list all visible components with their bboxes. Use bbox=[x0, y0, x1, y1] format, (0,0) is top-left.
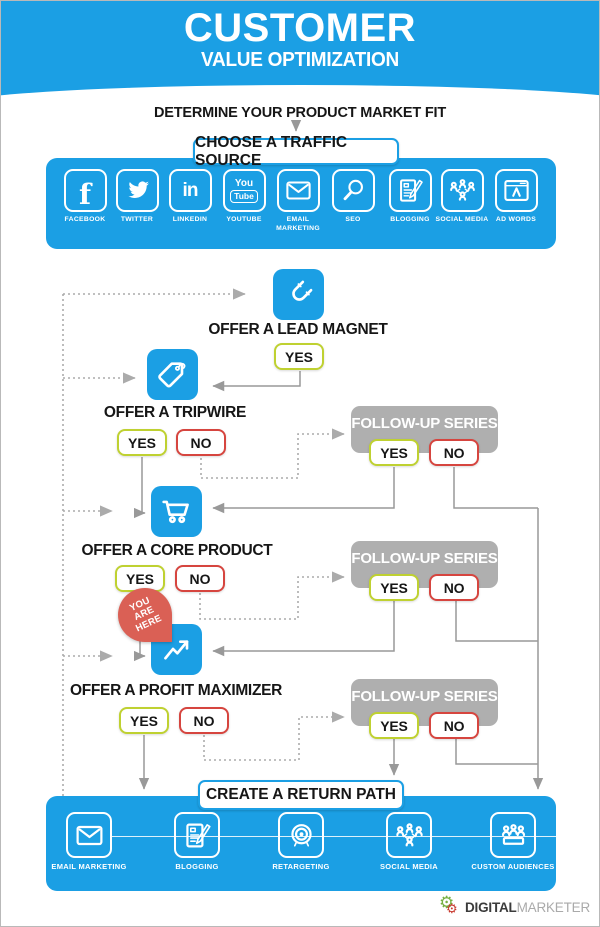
core-product-yes: YES bbox=[115, 565, 165, 592]
email-icon bbox=[66, 812, 112, 858]
traffic-source-label: SEO bbox=[345, 216, 361, 223]
tripwire-no: NO bbox=[176, 429, 226, 456]
shopping-cart-icon bbox=[151, 486, 202, 537]
traffic-source-facebook: f FACEBOOK bbox=[57, 169, 113, 225]
traffic-source-adwords: AD WORDS bbox=[488, 169, 544, 225]
you-are-here-label: YOU ARE HERE bbox=[128, 595, 164, 635]
followup-2-no: NO bbox=[429, 574, 479, 601]
blogging-icon bbox=[174, 812, 220, 858]
profit-maximizer-label: OFFER A PROFIT MAXIMIZER bbox=[69, 682, 283, 699]
determine-market-fit-label: DETERMINE YOUR PRODUCT MARKET FIT bbox=[154, 105, 446, 121]
lead-magnet-label: OFFER A LEAD MAGNET bbox=[208, 321, 388, 338]
profit-maximizer-yes: YES bbox=[119, 707, 169, 734]
lead-magnet-yes: YES bbox=[274, 343, 324, 370]
return-channel-custom-audiences: CUSTOM AUDIENCES bbox=[467, 812, 559, 872]
blogging-icon bbox=[388, 169, 432, 212]
followup-label: FOLLOW-UP SERIES bbox=[351, 550, 498, 567]
page-subtitle: VALUE OPTIMIZATION bbox=[201, 49, 399, 71]
adwords-icon bbox=[494, 169, 538, 212]
logo-text-marketer: MARKETER bbox=[516, 899, 591, 915]
traffic-source-email-marketing: EMAIL MARKETING bbox=[270, 169, 326, 234]
facebook-icon: f bbox=[63, 169, 107, 212]
magnet-icon bbox=[273, 269, 324, 320]
followup-label: FOLLOW-UP SERIES bbox=[351, 415, 498, 432]
followup-3-no: NO bbox=[429, 712, 479, 739]
traffic-source-seo: SEO bbox=[325, 169, 381, 225]
traffic-source-twitter: TWITTER bbox=[109, 169, 165, 225]
tripwire-yes: YES bbox=[117, 429, 167, 456]
create-return-path-box: CREATE A RETURN PATH bbox=[198, 780, 404, 810]
followup-series-3: FOLLOW-UP SERIES YES NO bbox=[351, 679, 498, 739]
tripwire-label: OFFER A TRIPWIRE bbox=[103, 404, 247, 421]
traffic-source-linkedin: in LINKEDIN bbox=[162, 169, 218, 225]
return-channel-email-marketing: EMAIL MARKETING bbox=[43, 812, 135, 872]
return-channel-label: SOCIAL MEDIA bbox=[379, 862, 439, 871]
traffic-source-label: SOCIAL MEDIA bbox=[435, 216, 489, 223]
return-channel-blogging: BLOGGING bbox=[151, 812, 243, 872]
traffic-source-label: AD WORDS bbox=[495, 216, 537, 223]
traffic-source-label: FACEBOOK bbox=[64, 216, 106, 223]
traffic-source-label: TWITTER bbox=[120, 216, 154, 223]
core-product-no: NO bbox=[175, 565, 225, 592]
return-channel-label: EMAIL MARKETING bbox=[51, 862, 127, 871]
core-product-label: OFFER A CORE PRODUCT bbox=[81, 542, 273, 559]
linkedin-icon: in bbox=[168, 169, 212, 212]
return-channel-social-media: SOCIAL MEDIA bbox=[363, 812, 455, 872]
header-curve bbox=[1, 85, 599, 99]
return-path-panel: EMAIL MARKETING BLOGGING RETARGETING SOC… bbox=[43, 796, 580, 891]
return-channel-label: BLOGGING bbox=[175, 862, 219, 871]
logo-text-digital: DIGITAL bbox=[465, 899, 517, 915]
return-channel-label: CUSTOM AUDIENCES bbox=[471, 862, 555, 871]
twitter-icon bbox=[115, 169, 159, 212]
followup-label: FOLLOW-UP SERIES bbox=[351, 688, 498, 705]
social-media-icon bbox=[386, 812, 432, 858]
header-banner: CUSTOMER VALUE OPTIMIZATION bbox=[1, 1, 599, 99]
followup-series-2: FOLLOW-UP SERIES YES NO bbox=[351, 541, 498, 601]
profit-maximizer-no: NO bbox=[179, 707, 229, 734]
retargeting-icon bbox=[278, 812, 324, 858]
traffic-source-label: EMAIL MARKETING bbox=[276, 216, 320, 232]
gear-icon: ⚙⚙ bbox=[439, 893, 458, 916]
followup-3-yes: YES bbox=[369, 712, 419, 739]
seo-icon bbox=[331, 169, 375, 212]
price-tag-icon bbox=[147, 349, 198, 400]
followup-2-yes: YES bbox=[369, 574, 419, 601]
followup-series-1: FOLLOW-UP SERIES YES NO bbox=[351, 406, 498, 466]
return-connector-line bbox=[112, 836, 580, 837]
traffic-source-social-media: SOCIAL MEDIA bbox=[434, 169, 490, 225]
social-media-icon bbox=[440, 169, 484, 212]
traffic-source-label: LINKEDIN bbox=[172, 216, 208, 223]
followup-1-yes: YES bbox=[369, 439, 419, 466]
email-icon bbox=[276, 169, 320, 212]
followup-1-no: NO bbox=[429, 439, 479, 466]
return-channel-retargeting: RETARGETING bbox=[255, 812, 347, 872]
custom-audiences-icon bbox=[490, 812, 536, 858]
return-channel-label: RETARGETING bbox=[272, 862, 330, 871]
page-title: CUSTOMER bbox=[183, 6, 417, 50]
choose-traffic-source-box: CHOOSE A TRAFFIC SOURCE bbox=[193, 134, 399, 169]
traffic-source-label: BLOGGING bbox=[390, 216, 430, 223]
traffic-source-label: YOUTUBE bbox=[226, 216, 262, 223]
traffic-source-blogging: BLOGGING bbox=[382, 169, 438, 225]
you-are-here-pin: YOU ARE HERE bbox=[118, 588, 172, 642]
